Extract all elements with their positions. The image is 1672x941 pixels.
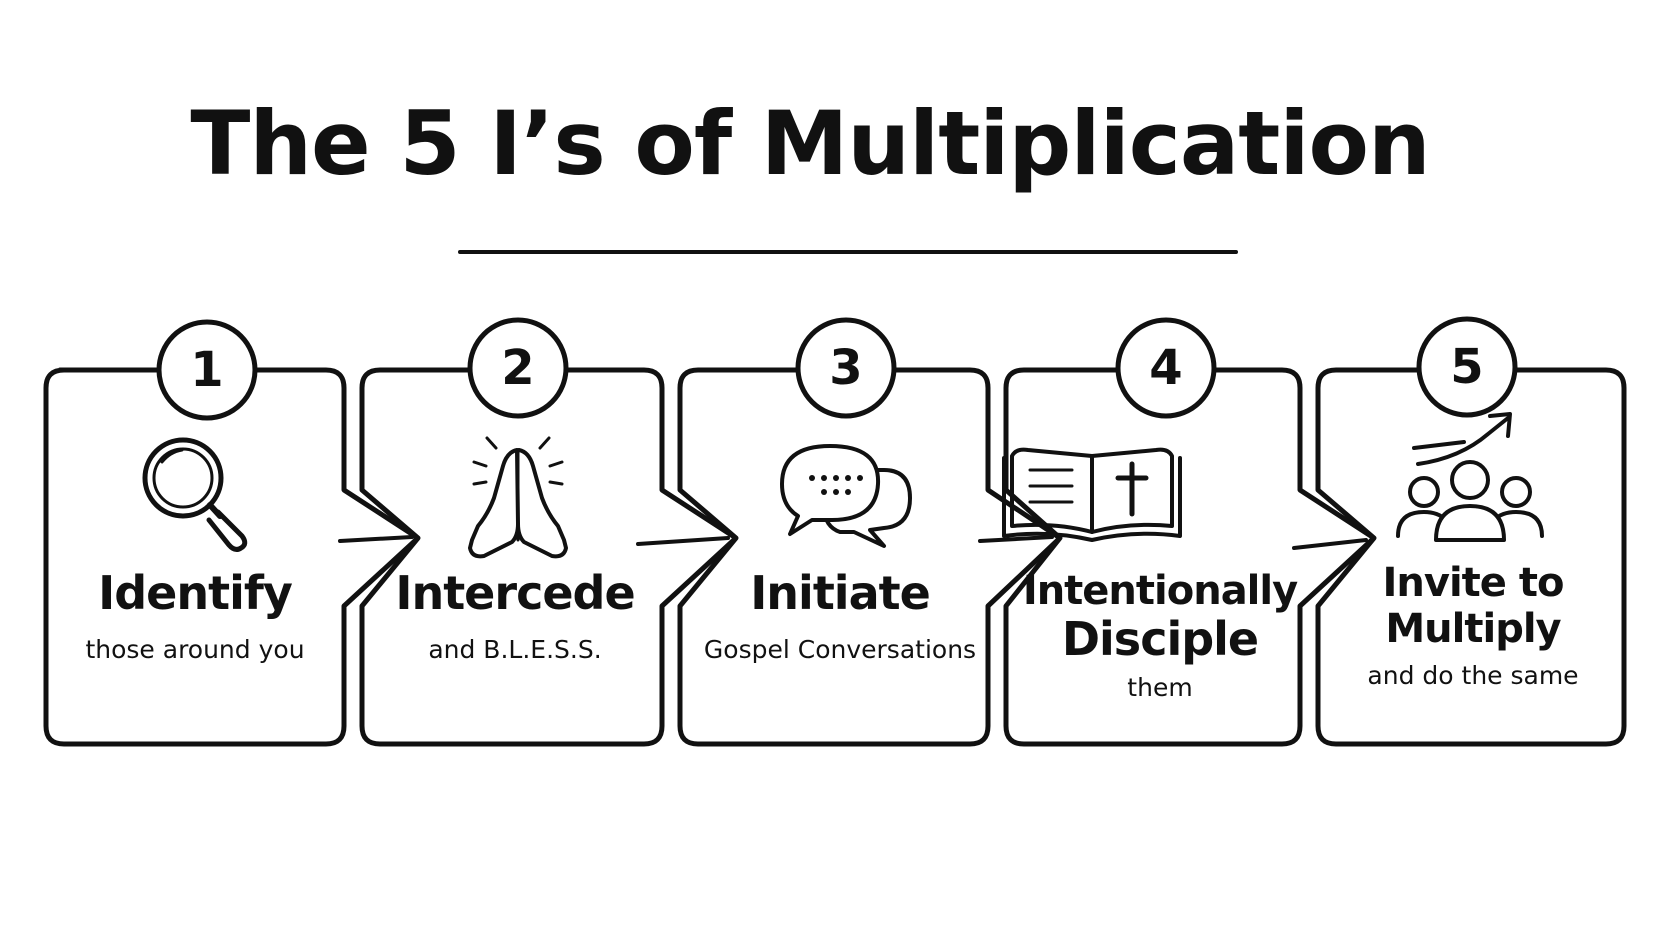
- step-2-number: 2: [501, 340, 535, 396]
- step-4-number: 4: [1149, 340, 1183, 396]
- step-5-subtext: and do the same: [1367, 661, 1579, 690]
- step-5-heading-line2: Multiply: [1385, 606, 1561, 652]
- page-title: The 5 I’s of Multiplication: [190, 92, 1430, 195]
- step-3-card: [677, 367, 1063, 747]
- step-1-subtext: those around you: [85, 635, 305, 664]
- step-1-number: 1: [190, 342, 224, 398]
- step-4-heading-line2: Disciple: [1061, 612, 1259, 666]
- step-1-heading: Identify: [98, 566, 293, 620]
- step-2-badge: [467, 317, 569, 419]
- group-growth-icon: [1396, 412, 1544, 542]
- step-2-card: [359, 367, 739, 747]
- open-bible-icon: [1002, 447, 1182, 542]
- magnifying-glass-icon: [142, 437, 248, 552]
- step-3-subtext: Gospel Conversations: [703, 635, 977, 664]
- step-5-number: 5: [1450, 339, 1484, 395]
- step-2-text: Intercede and B.L.E.S.S.: [368, 568, 662, 666]
- step-3-number: 3: [829, 340, 863, 396]
- step-1-text: Identify those around you: [50, 568, 340, 666]
- step-3-badge: [795, 317, 897, 419]
- step-4-heading-line1: Intentionally: [1022, 568, 1298, 614]
- step-5-text: Invite to Multiply and do the same: [1326, 560, 1620, 692]
- step-4-card: [1003, 367, 1377, 747]
- step-5-heading-line1: Invite to: [1382, 560, 1565, 606]
- step-1-card: [43, 367, 421, 747]
- step-4-subtext: them: [1127, 673, 1193, 702]
- arrow-2-3: [636, 536, 730, 546]
- speech-bubbles-icon: [780, 444, 912, 548]
- arrow-1-2: [338, 535, 414, 543]
- step-4-text: Intentionally Disciple them: [1010, 568, 1310, 704]
- step-4-badge: [1115, 317, 1217, 419]
- step-3-heading: Initiate: [750, 566, 931, 620]
- praying-hands-icon: [468, 436, 568, 559]
- step-2-heading: Intercede: [395, 566, 635, 620]
- arrow-3-4: [978, 535, 1054, 543]
- step-5-badge: [1416, 316, 1518, 418]
- step-1-badge: [156, 319, 258, 421]
- step-5-card: [1315, 367, 1627, 747]
- title-divider: [458, 250, 1238, 254]
- step-3-text: Initiate Gospel Conversations: [690, 568, 990, 666]
- step-2-subtext: and B.L.E.S.S.: [428, 635, 602, 664]
- arrow-4-5: [1292, 538, 1368, 550]
